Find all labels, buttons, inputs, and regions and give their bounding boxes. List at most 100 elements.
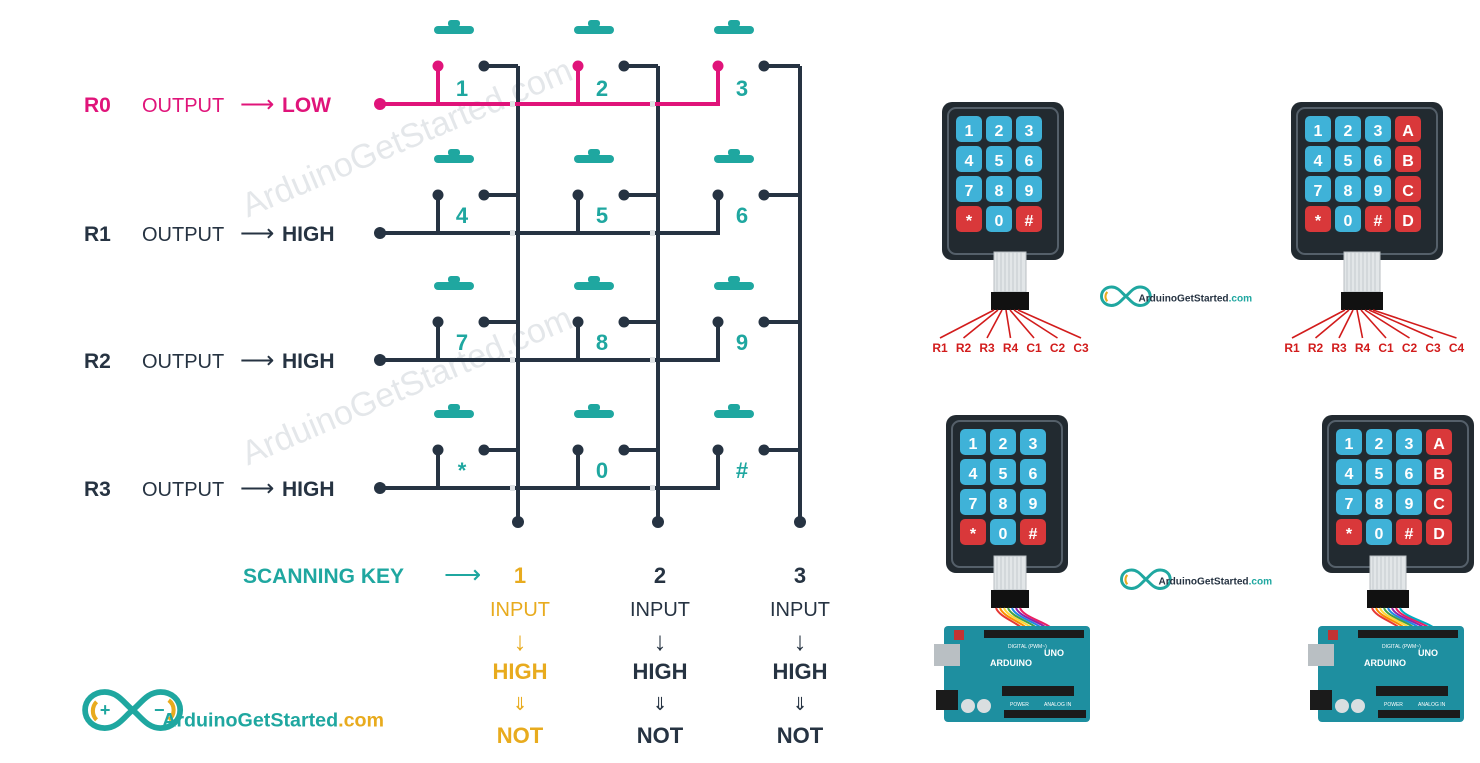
switch-contact [712,444,724,456]
small-brand-logo: ArduinoGetStarted.com [1120,568,1272,590]
keypad-key [1366,519,1392,545]
keypad-key-label: 4 [1345,466,1354,483]
pin-line [1368,309,1434,339]
button-stem [448,20,460,27]
button-cap [574,282,614,290]
button-cap [434,282,474,290]
keypad-key [956,116,982,142]
keypad-key [1426,519,1452,545]
ribbon-connector [1341,292,1383,310]
switch-contact [432,316,444,328]
row-id-label: R0 [84,94,111,117]
wire-crossing [510,485,515,491]
column-level: HIGH [493,659,548,684]
keypad-key [1396,459,1422,485]
switch-contact [712,316,724,328]
key-label: 5 [596,203,608,228]
keypad-key-label: D [1433,526,1445,543]
reset-button [1328,630,1338,640]
logo-tld: .com [1249,576,1273,587]
keypad-key-label: 7 [1345,496,1354,513]
infinity-logo-icon [1100,285,1152,307]
down-arrow: ↓ [514,626,527,656]
ribbon-strip [1343,251,1381,293]
pin-line [1291,309,1346,339]
keypad-key-label: 3 [1405,436,1414,453]
pin-line [1017,309,1082,339]
digital-header [1358,630,1458,638]
keypad-key [1366,459,1392,485]
button-stem [448,149,460,156]
power-label: POWER [1010,702,1029,708]
pin-label: C2 [1050,341,1066,355]
keypad-key-label: 5 [1344,153,1353,170]
logo-tld: .com [1229,293,1253,304]
keypad-key [1426,489,1452,515]
key-label: 9 [736,330,748,355]
logo-arc-icon [1124,574,1129,586]
row-mode-label: OUTPUT [142,351,224,373]
row-arrow: ⟶ [240,220,274,247]
keypad-key-label: 9 [1374,183,1383,200]
keypad-key [960,489,986,515]
keypad-key [960,459,986,485]
button-cap [434,26,474,34]
scanning-key-label: SCANNING KEY [243,565,404,588]
button-stem [448,404,460,411]
keypad-key-label: 1 [969,436,978,453]
infinity-logo-icon [1120,568,1172,590]
keypad-key-label: # [1029,526,1038,543]
column-number: 2 [654,563,666,588]
key-label: 0 [596,458,608,483]
column-mode: INPUT [770,599,830,621]
mcu-chip [1376,686,1448,696]
board-name: ARDUINO [990,658,1032,668]
pin-label: C2 [1402,341,1418,355]
row-terminal [374,354,386,366]
button-cap [714,282,754,290]
column-result: NOT [637,723,684,748]
board-name: ARDUINO [1364,658,1406,668]
keypad-key-label: 2 [999,436,1008,453]
board-model: UNO [1044,648,1064,658]
keypad-key [1366,489,1392,515]
power-header [1004,710,1086,718]
column-mode: INPUT [490,599,550,621]
small-brand-logo: ArduinoGetStarted.com [1100,285,1253,307]
pin-line [1360,309,1387,339]
keypad-key [1395,116,1421,142]
keypad-key [960,519,986,545]
keypad-key-label: * [970,526,977,543]
button-stem [588,149,600,156]
key-label: 7 [456,330,468,355]
keypad-key [1305,176,1331,202]
row-level-label: HIGH [282,350,335,373]
keypad-key [990,459,1016,485]
row-mode-label: OUTPUT [142,95,224,117]
keypad-key-label: 0 [1375,526,1384,543]
keypad-key-label: B [1402,153,1414,170]
wire-crossing [650,357,655,363]
keypad-key-label: # [1374,213,1383,230]
pin-label: C1 [1378,341,1394,355]
keypad-key-label: 3 [1029,436,1038,453]
button-stem [728,20,740,27]
usb-port [1308,644,1334,666]
pin-label: C3 [1073,341,1089,355]
keypad-key [986,176,1012,202]
column-terminal [794,516,806,528]
button-cap [574,26,614,34]
column-result: NOT [497,723,544,748]
brand-logo: +−ArduinoGetStarted.com [82,689,384,731]
wire-crossing [510,101,515,107]
logo-arc-icon [90,700,99,722]
capacitor [1351,699,1365,713]
keypad-key [1366,429,1392,455]
logo-brand: ArduinoGetStarted [1158,576,1248,587]
logo-text: ArduinoGetStarted.com [1158,576,1272,587]
keypad-key [1020,459,1046,485]
